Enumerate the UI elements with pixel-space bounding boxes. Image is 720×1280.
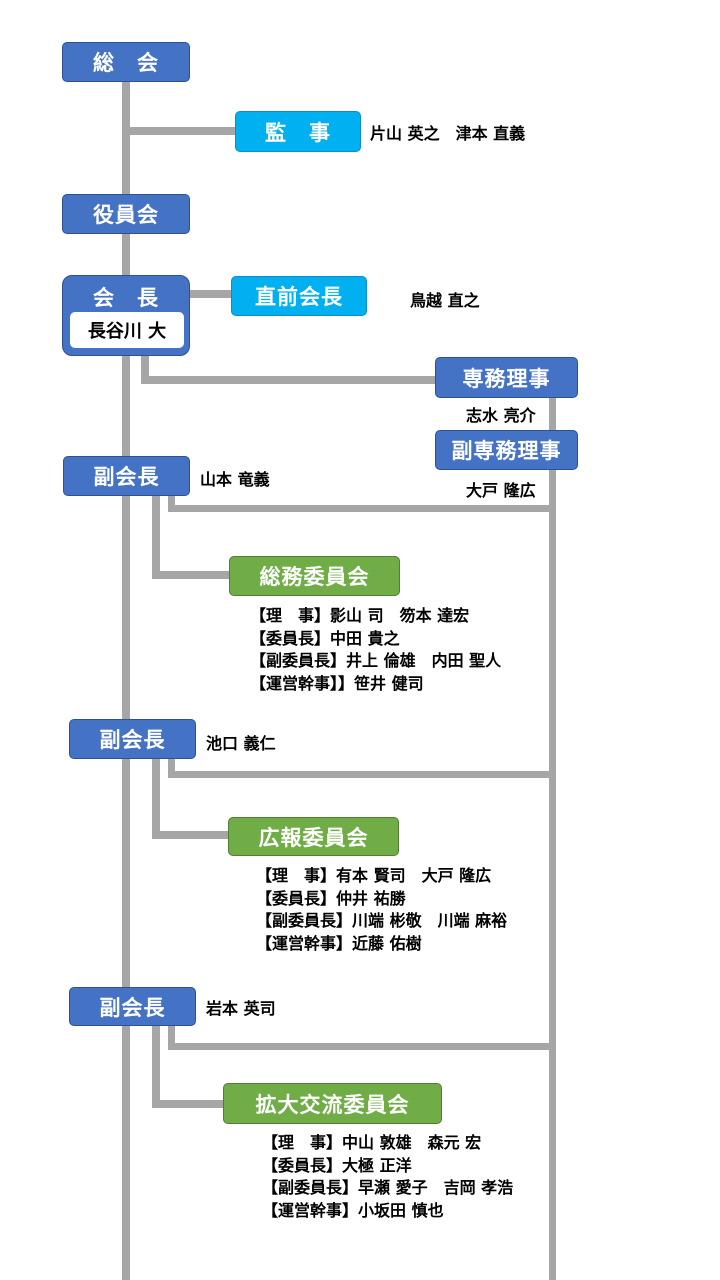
committee-box: 広報委員会: [228, 817, 399, 856]
committee1-connector-h: [152, 571, 230, 579]
deputy-executive-director-name: 大戸 隆広: [466, 481, 536, 500]
committee1-connector-v: [152, 495, 160, 579]
past-president-name: 鳥越 直之: [410, 291, 480, 310]
president-label: 会 長: [93, 286, 159, 310]
committee2-connector-h: [152, 831, 230, 839]
president-name: 長谷川 大: [70, 312, 184, 348]
secretariat-trunk-line: [549, 396, 556, 1280]
vp3-connector-v: [168, 1025, 175, 1050]
member-line: 【副委員長】井上 倫雄 内田 聖人: [250, 651, 502, 670]
auditor-names: 片山 英之 津本 直義: [370, 124, 526, 143]
committee2-connector-v: [152, 758, 160, 839]
member-line: 【委員長】中田 貴之: [250, 628, 400, 648]
executive-connector-h: [141, 376, 436, 384]
committee3-connector-v: [152, 1025, 160, 1108]
president-box: 会 長 長谷川 大: [62, 275, 190, 356]
member-line: 【理 事】影山 司 笏本 達宏: [250, 606, 470, 625]
vice-president-box: 副会長: [63, 456, 190, 496]
committee-box: 拡大交流委員会: [223, 1083, 442, 1124]
vp2-connector-h: [168, 771, 552, 778]
deputy-executive-director-box: 副専務理事: [435, 430, 578, 470]
committee-box: 総務委員会: [229, 556, 400, 596]
member-line: 【運営幹事】近藤 佑樹: [256, 933, 422, 953]
member-line: 【委員長】大極 正洋: [262, 1155, 412, 1175]
member-line: 【副委員長】早瀬 愛子 吉岡 孝浩: [262, 1178, 514, 1197]
vp2-connector-v: [168, 758, 175, 778]
vice-president-name: 池口 義仁: [206, 734, 276, 753]
board-box: 役員会: [62, 194, 190, 234]
vp1-connector-h: [168, 505, 552, 512]
member-line: 【運営幹事】小坂田 慎也: [262, 1200, 444, 1220]
committee-members: 【理 事】中山 敦雄 森元 宏 【委員長】大極 正洋 【副委員長】早瀬 愛子 吉…: [262, 1132, 513, 1222]
executive-connector-v: [141, 354, 149, 384]
vp3-connector-h: [168, 1043, 552, 1050]
vice-president-box: 副会長: [69, 719, 196, 759]
committee-members: 【理 事】有本 賢司 大戸 隆広 【委員長】仲井 祐勝 【副委員長】川端 彬敬 …: [256, 865, 507, 955]
executive-director-box: 専務理事: [435, 357, 578, 398]
executive-director-name: 志水 亮介: [466, 406, 536, 425]
auditor-box: 監 事: [235, 111, 361, 152]
vice-president-box: 副会長: [69, 987, 196, 1026]
member-line: 【委員長】仲井 祐勝: [256, 888, 406, 908]
member-line: 【理 事】中山 敦雄 森元 宏: [262, 1133, 482, 1152]
member-line: 【副委員長】川端 彬敬 川端 麻裕: [256, 911, 508, 930]
vice-president-name: 岩本 英司: [206, 999, 276, 1018]
auditor-connector: [126, 127, 236, 135]
member-line: 【運営幹事】】笹井 健司: [250, 673, 424, 693]
member-line: 【理 事】有本 賢司 大戸 隆広: [256, 866, 492, 885]
main-trunk-line: [122, 80, 130, 1280]
vp1-connector-v: [168, 495, 175, 512]
committee-members: 【理 事】影山 司 笏本 達宏 【委員長】中田 貴之 【副委員長】井上 倫雄 内…: [250, 605, 501, 695]
past-president-box: 直前会長: [231, 276, 367, 316]
general-meeting-box: 総 会: [62, 42, 190, 82]
past-president-connector: [188, 290, 232, 298]
committee3-connector-h: [152, 1100, 225, 1108]
vice-president-name: 山本 竜義: [200, 470, 270, 489]
